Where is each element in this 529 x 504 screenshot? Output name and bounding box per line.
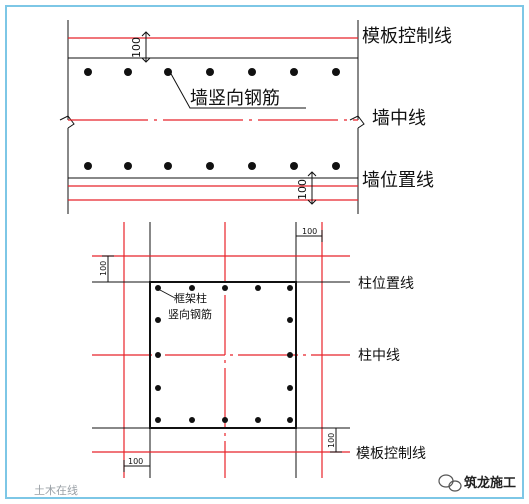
- watermark-left: 土木在线: [34, 483, 78, 497]
- break-mark-left: [59, 115, 75, 129]
- wall-vertical-rebar-label: 墙竖向钢筋: [190, 88, 280, 109]
- dim-top-wall-lower: 100: [296, 179, 309, 200]
- wall-rebar-leader: [169, 71, 306, 109]
- column-center-line-label: 柱中线: [358, 348, 400, 364]
- wall-rebar-row-lower: [84, 162, 340, 170]
- top-formwork-line-label: 模板控制线: [362, 26, 452, 47]
- dim-column-left-vertical: 100: [99, 261, 108, 276]
- wechat-icon: [438, 474, 462, 492]
- dim-top-wall-upper: 100: [130, 37, 143, 58]
- column-section: 框架柱 竖向钢筋 100 100 100 100 柱位置线 柱中线 模板控制线: [92, 222, 426, 478]
- frame-column-label-line1: 框架柱: [174, 291, 207, 305]
- wall-position-line-label: 墙位置线: [362, 170, 434, 191]
- wall-section: 墙竖向钢筋 100 100 模板控制线 墙中线 墙位置线: [59, 20, 452, 214]
- wall-center-line-label: 墙中线: [372, 108, 426, 129]
- dim-column-top-right: 100: [302, 227, 317, 236]
- frame-column-label-line2: 竖向钢筋: [168, 307, 212, 321]
- column-rebar: [155, 285, 293, 423]
- brand-label: 筑龙施工: [464, 475, 516, 491]
- bottom-formwork-line-label: 模板控制线: [356, 446, 426, 462]
- outer-frame: [5, 5, 524, 499]
- dim-column-bottom-left: 100: [128, 457, 143, 466]
- dim-column-bottom-right: 100: [327, 433, 336, 448]
- break-mark-right: [349, 115, 365, 129]
- wall-rebar-row-upper: [84, 68, 340, 76]
- column-position-line-label: 柱位置线: [358, 276, 414, 292]
- column-outline: [149, 281, 297, 429]
